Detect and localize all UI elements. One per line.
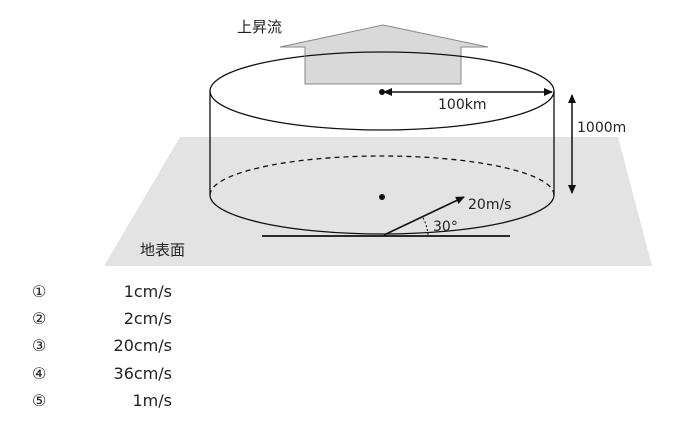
- choice-2[interactable]: ② 2cm/s: [32, 309, 172, 331]
- choice-number: ④: [32, 364, 47, 383]
- updraft-label: 上昇流: [237, 18, 282, 36]
- cylinder-bottom-back: [209, 155, 555, 196]
- updraft-arrow: [279, 24, 489, 85]
- choice-value: 20cm/s: [113, 336, 172, 355]
- choice-number: ②: [32, 309, 47, 328]
- ground-label: 地表面: [140, 241, 185, 259]
- cylinder-bottom-front: [209, 194, 555, 235]
- choice-value: 1cm/s: [123, 282, 172, 301]
- bottom-center-dot: [379, 194, 385, 200]
- angle-label: 30°: [433, 219, 458, 235]
- wind-arrow: [383, 196, 465, 236]
- choice-value: 36cm/s: [113, 364, 172, 383]
- choice-value: 1m/s: [132, 391, 173, 410]
- choice-number: ⑤: [32, 391, 47, 410]
- updraft-cylinder-diagram: 100km 1000m 20m/s 30° 上昇流 地表面: [104, 18, 652, 266]
- choice-number: ①: [32, 282, 47, 301]
- ground-plane: [104, 137, 652, 266]
- angle-arc: [421, 215, 429, 236]
- wind-label: 20m/s: [468, 197, 511, 213]
- choice-value: 2cm/s: [123, 309, 172, 328]
- cylinder-top: [209, 51, 555, 131]
- choice-3[interactable]: ③ 20cm/s: [32, 336, 172, 358]
- radius-label: 100km: [438, 97, 486, 113]
- choice-1[interactable]: ① 1cm/s: [32, 282, 172, 304]
- choice-number: ③: [32, 336, 47, 355]
- choice-5[interactable]: ⑤ 1m/s: [32, 391, 172, 413]
- height-label: 1000m: [577, 120, 626, 136]
- choice-4[interactable]: ④ 36cm/s: [32, 364, 172, 386]
